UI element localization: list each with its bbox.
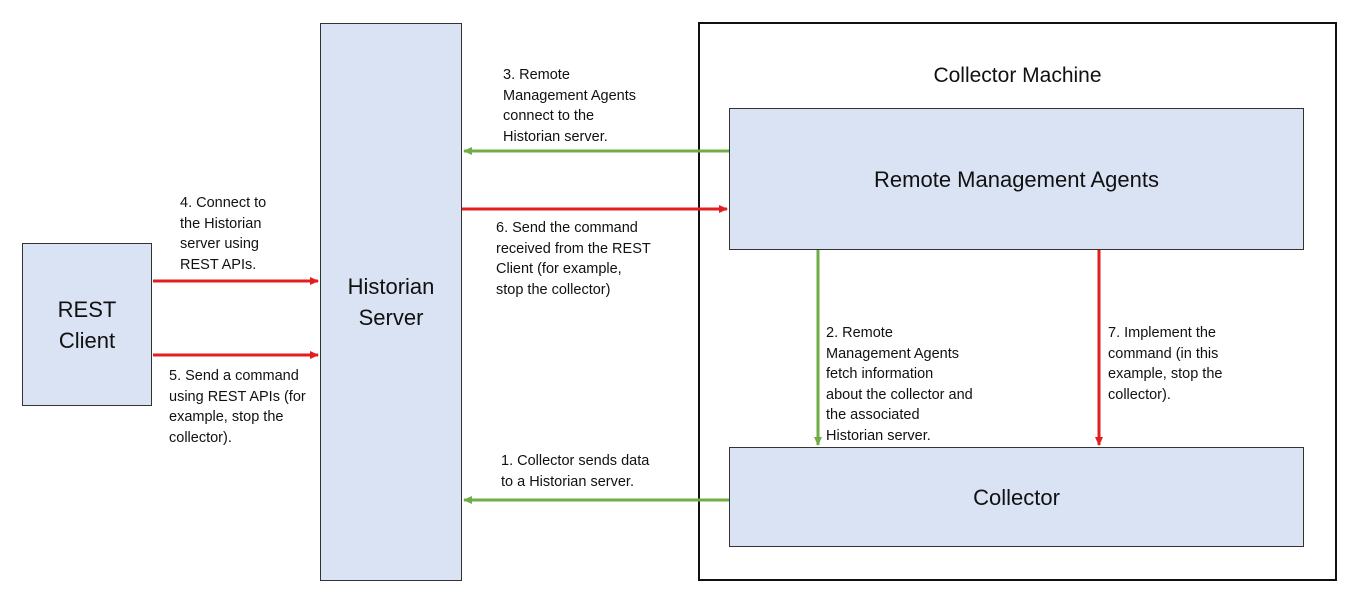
collector-machine-title: Collector Machine: [933, 64, 1102, 87]
step-3-note: 3. Remote Management Agents connect to t…: [503, 67, 637, 145]
step-2-note: 2. Remote Management Agents fetch inform…: [826, 325, 973, 444]
rest-client-node: REST Client: [22, 243, 152, 406]
collector-node: Collector: [729, 447, 1304, 547]
step-1-note: 1. Collector sends data to a Historian s…: [501, 453, 650, 490]
collector-label: Collector: [973, 484, 1060, 510]
step-7-note: 7. Implement the command (in this exampl…: [1108, 325, 1223, 403]
remote-agents-label: Remote Management Agents: [874, 166, 1159, 192]
remote-agents-node: Remote Management Agents: [729, 108, 1304, 250]
step-6-note: 6. Send the command received from the RE…: [496, 220, 651, 298]
step-5-note: 5. Send a command using REST APIs (for e…: [169, 368, 306, 446]
collector-machine-frame: Collector Machine: [698, 22, 1337, 581]
step-4-note: 4. Connect to the Historian server using…: [180, 195, 267, 273]
historian-server-node: Historian Server: [320, 23, 462, 581]
rest-client-label: REST Client: [57, 296, 117, 353]
historian-server-label: Historian Server: [347, 274, 435, 330]
